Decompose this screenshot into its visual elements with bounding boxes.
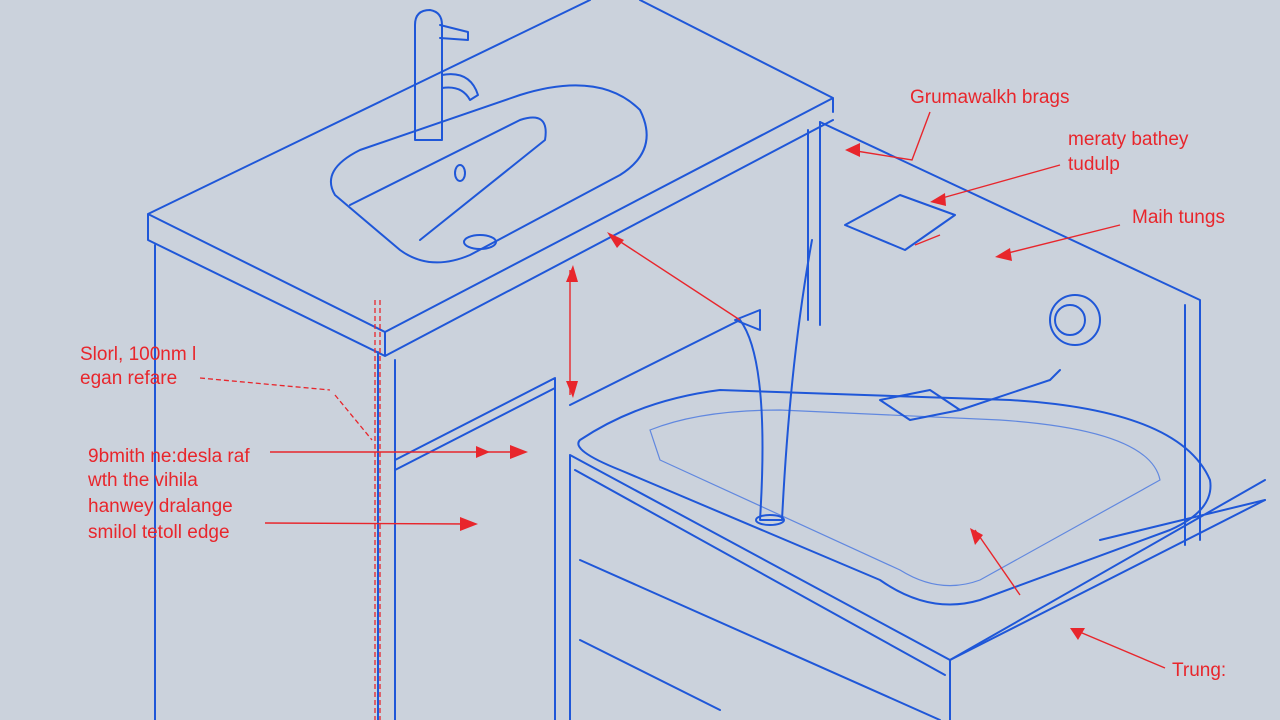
annotation-labels: Grumawalkh brags meraty bathey tudulp Ma… [80,87,1226,681]
label-trung: Trung: [1172,660,1226,681]
label-tudulp: tudulp [1068,154,1120,175]
label-9bmith: 9bmith ne:desla raf [88,446,250,467]
sink-basin [330,84,648,264]
label-grumawalkh-brags: Grumawalkh brags [910,87,1069,108]
annotation-lines [199,111,1166,720]
bathtub [569,121,1266,720]
label-meraty-bathey: meraty bathey [1068,129,1189,150]
label-slorl-100nm: Slorl, 100nm l [80,344,196,365]
label-wth-the-vihila: wth the vihila [87,470,198,491]
vanity-cabinet [147,0,834,720]
label-maih-tungs: Maih tungs [1132,207,1225,228]
faucet [414,9,479,141]
label-smilol-tetoll-edge: smilol tetoll edge [88,522,230,543]
label-egan-refare: egan refare [80,368,177,389]
label-hanwey-dralange: hanwey dralange [88,496,233,517]
